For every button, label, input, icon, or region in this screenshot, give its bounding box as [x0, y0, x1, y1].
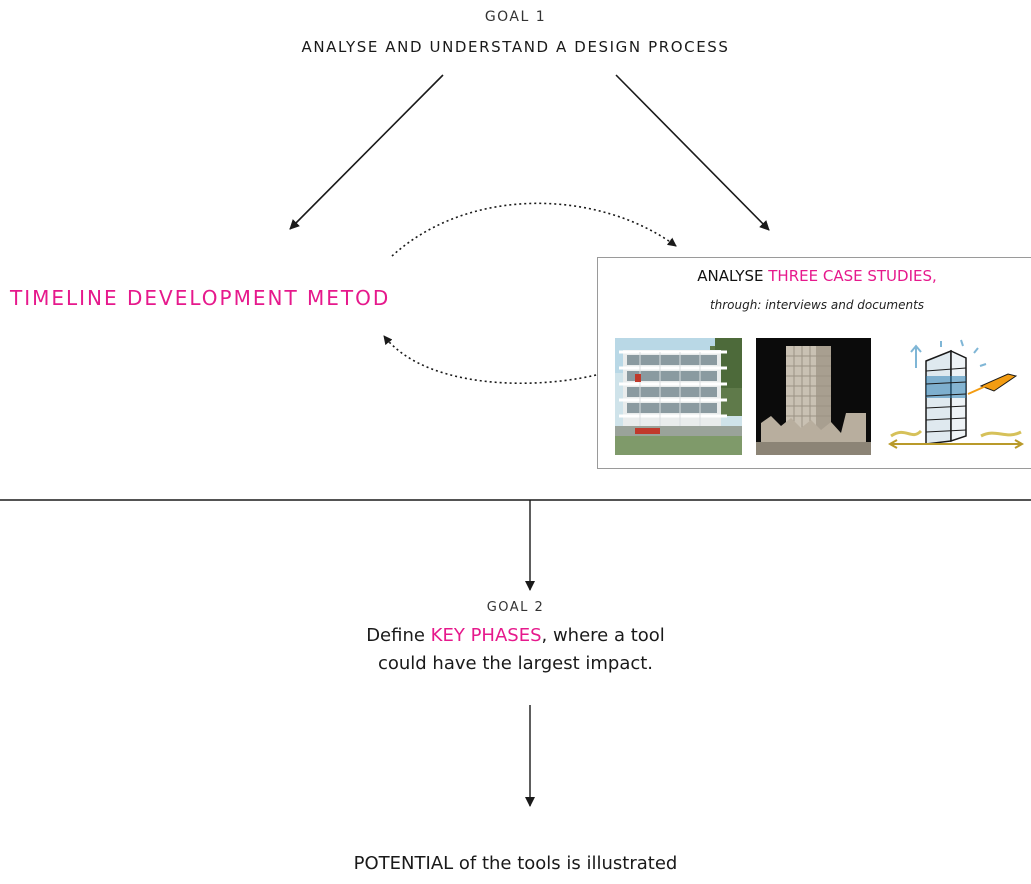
- key-phases-highlight: KEY PHASES: [430, 625, 542, 646]
- goal2-statement-line1: Define KEY PHASES, where a tool: [0, 625, 1031, 646]
- arrow-goal1-to-case-studies: [615, 74, 770, 231]
- case-heading-plain: ANALYSE: [697, 267, 769, 285]
- goal1-label: GOAL 1: [484, 9, 547, 25]
- building-sketch: [886, 336, 1026, 456]
- goal2-label: GOAL 2: [486, 600, 545, 615]
- building-model-photo: [756, 338, 871, 455]
- goal2-suffix: , where a tool: [541, 625, 665, 646]
- goal2-statement-line2: could have the largest impact.: [377, 653, 654, 674]
- goal1-title: ANALYSE AND UNDERSTAND A DESIGN PROCESS: [301, 38, 730, 56]
- building-render-photo: [615, 338, 742, 455]
- dotted-arrow-cases-to-timeline: [383, 335, 621, 385]
- case-studies-heading: ANALYSE THREE CASE STUDIES,: [598, 267, 1031, 285]
- potential-statement: POTENTIAL of the tools is illustrated: [353, 853, 678, 874]
- case-studies-panel: ANALYSE THREE CASE STUDIES, through: int…: [597, 257, 1031, 469]
- case-studies-subtitle: through: interviews and documents: [709, 298, 925, 312]
- timeline-method-label: TIMELINE DEVELOPMENT METOD: [10, 286, 391, 310]
- dotted-arrow-timeline-to-cases: [391, 202, 677, 257]
- arrow-goal1-to-timeline: [289, 74, 444, 230]
- goal2-prefix: Define: [366, 625, 431, 646]
- case-heading-highlight: THREE CASE STUDIES,: [768, 267, 937, 285]
